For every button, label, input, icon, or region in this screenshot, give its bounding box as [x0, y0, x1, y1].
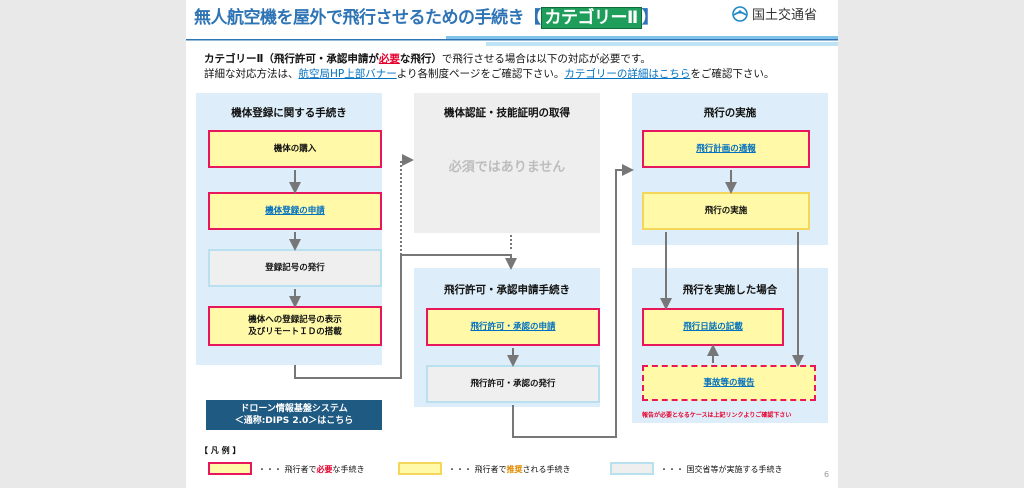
arrow-permit-to-flight — [512, 164, 634, 438]
registration-application-link[interactable]: 機体登録の申請 — [265, 206, 325, 216]
title-bracket-close: 】 — [641, 8, 659, 28]
legend-recommended-label: ・・・ 飛行者で推奨される手続き — [448, 465, 571, 474]
intro-line2-text-a: 詳細な対応方法は、 — [204, 68, 299, 80]
intro-line2-text-c: をご確認下さい。 — [690, 68, 775, 80]
category-detail-link[interactable]: カテゴリーの詳細はこちら — [564, 68, 691, 80]
legend-recommended-swatch — [398, 462, 442, 475]
registration-heading: 機体登録に関する手続き — [231, 107, 347, 119]
flight-plan-link[interactable]: 飛行計画の通報 — [696, 144, 756, 154]
intro-required-word: 必要 — [378, 53, 400, 65]
intro-line2-text-b: より各制度ページをご確認下さい。 — [396, 68, 565, 80]
mlit-logo-icon — [732, 5, 748, 22]
dips-line-1: ドローン情報基盤システム — [240, 404, 348, 414]
page-title: 無人航空機を屋外で飛行させるための手続き【カテゴリーⅡ】 — [194, 3, 659, 29]
permit-application-box[interactable]: 飛行許可・承認の申請 — [426, 308, 600, 346]
flight-plan-box[interactable]: 飛行計画の通報 — [642, 130, 810, 168]
marking-line-1: 機体への登録記号の表示 — [248, 315, 342, 325]
header-stripe — [186, 36, 838, 46]
ministry-logo: 国土交通省 — [732, 4, 817, 23]
accident-report-box[interactable]: 事故等の報告 — [642, 365, 816, 401]
arrow-col1-to-cert — [400, 154, 414, 255]
accident-report-link[interactable]: 事故等の報告 — [703, 378, 755, 388]
title-bracket-open: 【 — [524, 8, 541, 28]
purchase-box: 機体の購入 — [208, 130, 382, 168]
ministry-name: 国土交通省 — [752, 8, 818, 23]
title-main: 無人航空機を屋外で飛行させるための手続き — [194, 8, 525, 28]
intro-line-2: 詳細な対応方法は、航空局HP上部バナーより各制度ページをご確認下さい。カテゴリー… — [204, 67, 774, 82]
slide: 無人航空機を屋外で飛行させるための手続き【カテゴリーⅡ】 国土交通省 カテゴリー… — [186, 0, 838, 488]
dips-line-2: ＜通称:DIPS 2.0＞はこちら — [234, 416, 354, 426]
report-note: 報告が必要となるケースは上記リンクよりご確認下さい — [642, 412, 792, 419]
intro-text: カテゴリーⅡ（飛行許可・承認申請が必要な飛行）で飛行させる場合は以下の対応が必要… — [204, 52, 774, 82]
hp-banner-link[interactable]: 航空局HP上部バナー — [298, 68, 397, 80]
flight-log-box[interactable]: 飛行日誌の記載 — [642, 308, 784, 346]
intro-category-label: カテゴリーⅡ（飛行許可・承認申請が — [204, 53, 379, 65]
category-badge: カテゴリーⅡ — [540, 7, 642, 29]
intro-line1-text: で飛行させる場合は以下の対応が必要です。 — [441, 53, 651, 65]
certification-heading: 機体認証・技能証明の取得 — [444, 107, 570, 119]
flow-connectors — [289, 154, 804, 438]
marking-line-2: 及びリモートＩＤの搭載 — [248, 327, 342, 337]
flight-execution-box: 飛行の実施 — [642, 192, 810, 230]
flight-log-link[interactable]: 飛行日誌の記載 — [683, 322, 743, 332]
flight-heading: 飛行の実施 — [703, 107, 757, 119]
page-number: 6 — [824, 470, 830, 479]
arrow-col1-to-permit — [294, 254, 517, 379]
legend-government-swatch — [610, 462, 654, 475]
legend-required-swatch — [208, 462, 252, 475]
registration-code-issue-box: 登録記号の発行 — [208, 249, 382, 287]
permit-heading: 飛行許可・承認申請手続き — [444, 284, 570, 296]
not-required-text: 必須ではありません — [448, 160, 566, 175]
legend-required-label: ・・・ 飛行者で必要な手続き — [258, 465, 365, 474]
intro-line-1: カテゴリーⅡ（飛行許可・承認申請が必要な飛行）で飛行させる場合は以下の対応が必要… — [204, 52, 774, 67]
after-flight-heading: 飛行を実施した場合 — [682, 284, 778, 296]
legend-title: 【 凡 例 】 — [200, 446, 241, 455]
intro-category-suffix: な飛行） — [399, 53, 442, 65]
permit-application-link[interactable]: 飛行許可・承認の申請 — [470, 322, 556, 332]
certification-column — [414, 93, 600, 233]
legend-government-label: ・・・ 国交省等が実施する手続き — [660, 465, 783, 474]
dips-banner[interactable]: ドローン情報基盤システム ＜通称:DIPS 2.0＞はこちら — [206, 400, 382, 430]
marking-remote-id-box: 機体への登録記号の表示 及びリモートＩＤの搭載 — [208, 306, 382, 346]
